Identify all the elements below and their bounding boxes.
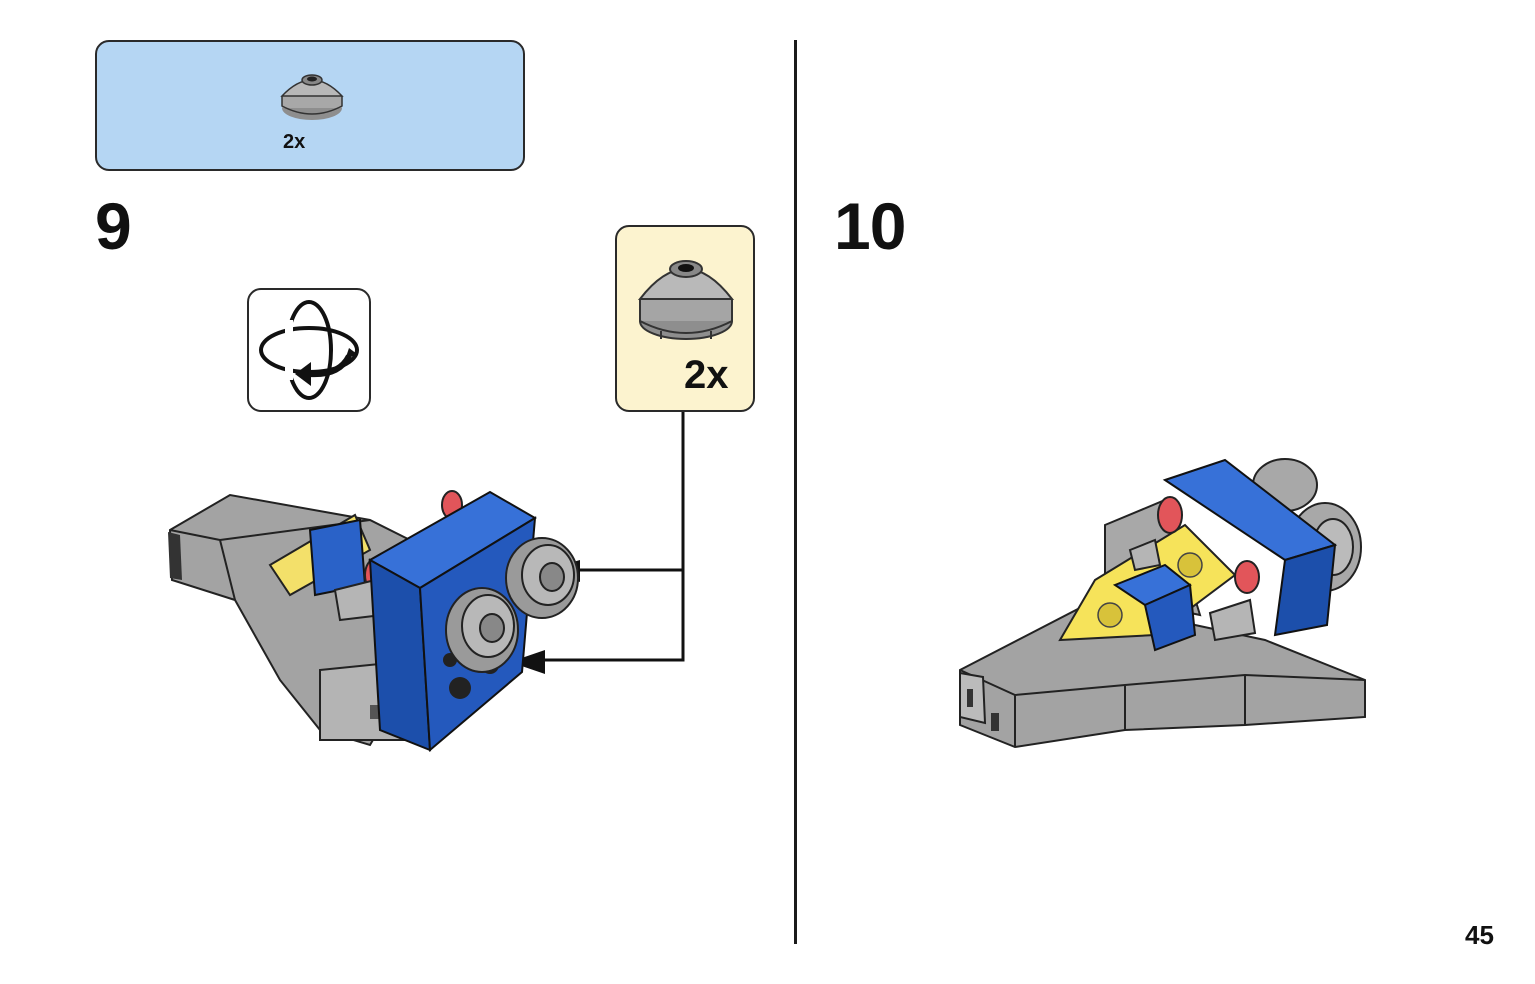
round-brick-dome-icon (280, 74, 344, 120)
round-brick-dome-icon (637, 260, 735, 340)
rotate-instruction-box (247, 288, 371, 412)
parts-list-box: 2x (95, 40, 525, 171)
rotate-model-icon (259, 300, 359, 400)
step-number-10: 10 (834, 189, 906, 263)
step-10-model (959, 458, 1366, 749)
callout-quantity: 2x (684, 353, 729, 397)
step-9-model (168, 412, 685, 753)
step-divider (794, 40, 797, 944)
parts-quantity: 2x (283, 131, 306, 153)
page-number: 45 (1465, 920, 1494, 950)
step-9-callout: 2x (615, 225, 755, 412)
step-number-9: 9 (95, 189, 132, 263)
